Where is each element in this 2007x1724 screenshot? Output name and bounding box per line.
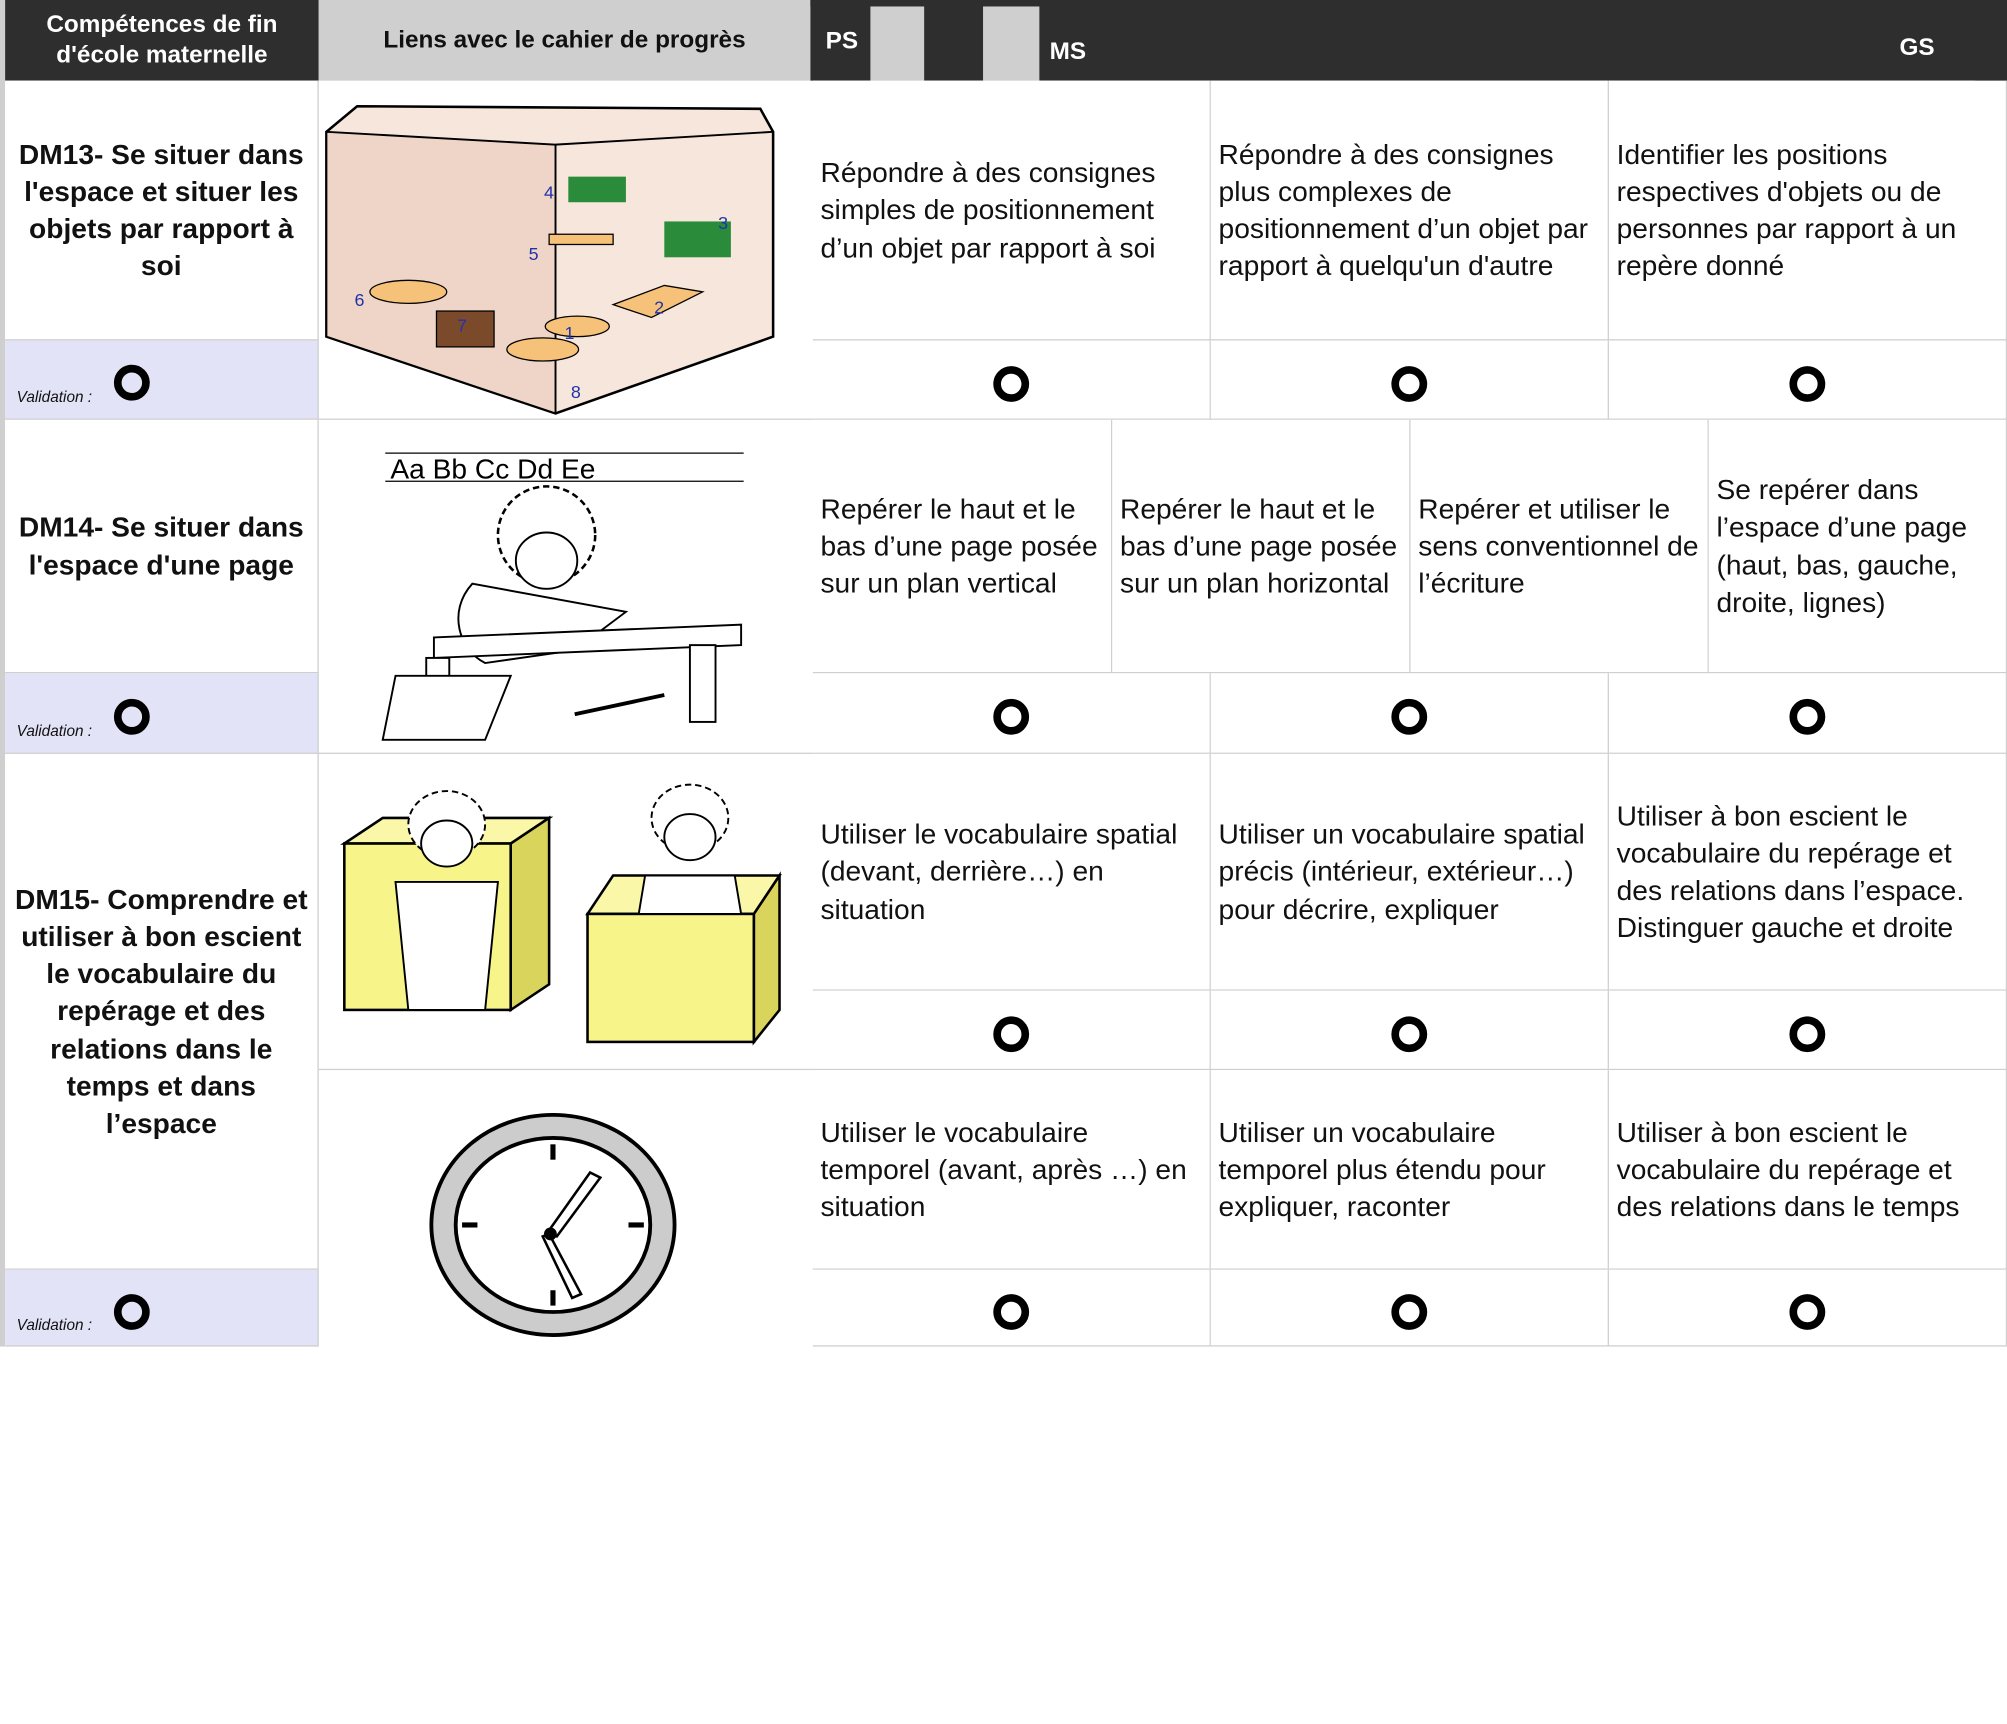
classroom-illustration: 4 3 5 6 7 2 1 8 [318,81,813,420]
dm14-ms: Repérer et utiliser le sens conventionne… [1410,419,1709,674]
validation-circle[interactable] [1391,698,1428,735]
validation-dm13: Validation : [5,340,319,420]
children-boxes-illustration [318,754,813,1071]
competence-dm14: DM14- Se situer dans l'espace d'une page [5,419,319,674]
level-gs: GS [1899,34,1935,62]
dm13-gs-validation [1608,340,2007,420]
competence-dm13: DM13- Se situer dans l'espace et situer … [5,80,319,341]
validation-circle[interactable] [993,366,1030,402]
validation-circle[interactable] [993,1016,1030,1053]
validation-label: Validation : [16,387,93,406]
validation-circle[interactable] [1391,1016,1428,1053]
dm15-time-gs-validation [1608,1269,2007,1347]
header-competences-text: Compétences de fin d'école maternelle [46,11,278,69]
room-number: 4 [544,182,554,202]
dm15-space-ms: Utiliser un vocabulaire spatial précis (… [1210,753,1609,991]
header-competences: Compétences de fin d'école maternelle [5,0,319,81]
dm15-space-ps-validation [812,990,1211,1071]
dm14-ps-text: Repérer le haut et le bas d’une page pos… [820,492,1098,600]
competence-dm13-text: DM13- Se situer dans l'espace et situer … [18,138,304,282]
dm15-space-ps: Utiliser le vocabulaire spatial (devant,… [812,753,1211,991]
level-ps: PS [825,28,859,56]
dm15-time-ms-text: Utiliser un vocabulaire temporel plus ét… [1218,1116,1546,1223]
room-number: 5 [529,244,539,264]
validation-dm15: Validation : [5,1269,319,1347]
dm13-ps-text: Répondre à des consignes simples de posi… [820,156,1156,264]
room-number: 2 [654,298,664,318]
validation-circle[interactable] [993,698,1030,735]
competence-dm15: DM15- Comprendre et utiliser à bon escie… [5,753,319,1270]
room-number: 7 [457,316,467,336]
header-liens-text: Liens avec le cahier de progrès [383,26,746,54]
dm13-ps: Répondre à des consignes simples de posi… [812,80,1211,341]
validation-circle[interactable] [1391,366,1428,402]
dm14-ps2-text: Repérer le haut et le bas d’une page pos… [1120,492,1398,600]
dm15-space-ms-text: Utiliser un vocabulaire spatial précis (… [1218,818,1585,925]
dm14-gs-text: Se repérer dans l’espace d’une page (hau… [1716,474,1967,618]
child-writing-illustration: Aa Bb Cc Dd Ee [318,420,813,754]
validation-circle[interactable] [993,1294,1030,1330]
validation-label: Validation : [16,721,93,740]
validation-label: Validation : [16,1315,93,1334]
validation-circle[interactable] [1789,1294,1826,1330]
alphabet-line: Aa Bb Cc Dd Ee [390,454,595,485]
validation-circle[interactable] [113,1294,150,1330]
left-border [0,0,6,1347]
validation-circle[interactable] [113,698,150,735]
validation-circle[interactable] [1789,366,1826,402]
competence-dm15-text: DM15- Comprendre et utiliser à bon escie… [14,883,308,1139]
dm15-space-ms-validation [1210,990,1609,1071]
dm15-space-ps-text: Utiliser le vocabulaire spatial (devant,… [820,818,1178,925]
dm15-time-ms: Utiliser un vocabulaire temporel plus ét… [1210,1070,1609,1270]
dm15-space-gs-text: Utiliser à bon escient le vocabulaire du… [1616,799,1965,944]
validation-dm14: Validation : [5,673,319,754]
header-liens: Liens avec le cahier de progrès [318,0,811,81]
level-ms: MS [1049,38,1087,66]
dm15-time-ps-text: Utiliser le vocabulaire temporel (avant,… [820,1116,1187,1223]
room-number: 1 [564,323,574,343]
dm13-ms-text: Répondre à des consignes plus complexes … [1218,138,1589,282]
dm14-ps-validation [812,673,1211,754]
validation-circle[interactable] [1391,1294,1428,1330]
dm13-gs: Identifier les positions respectives d'o… [1608,80,2007,341]
room-number: 6 [355,290,365,310]
dm14-gs: Se repérer dans l’espace d’une page (hau… [1708,419,2007,674]
competence-dm14-text: DM14- Se situer dans l'espace d'une page [18,511,304,581]
dm15-time-gs: Utiliser à bon escient le vocabulaire du… [1608,1070,2007,1270]
dm13-ms: Répondre à des consignes plus complexes … [1210,80,1609,341]
dm13-gs-text: Identifier les positions respectives d'o… [1616,138,1957,282]
dm15-time-ps-validation [812,1269,1211,1347]
dm14-ps: Repérer le haut et le bas d’une page pos… [812,419,1113,674]
dm15-time-gs-text: Utiliser à bon escient le vocabulaire du… [1616,1116,1960,1223]
dm14-ms-text: Repérer et utiliser le sens conventionne… [1418,492,1699,600]
clock-icon [319,1070,813,1346]
room-number: 3 [718,213,728,233]
dm15-space-gs: Utiliser à bon escient le vocabulaire du… [1608,753,2007,991]
dm13-ps-validation [812,340,1211,420]
level-arrow [810,0,2007,113]
dm15-time-ms-validation [1210,1269,1609,1347]
dm14-ms-validation [1210,673,1609,754]
dm14-ps2: Repérer le haut et le bas d’une page pos… [1112,419,1411,674]
validation-circle[interactable] [1789,1016,1826,1053]
dm14-gs-validation [1608,673,2007,754]
validation-circle[interactable] [1789,698,1826,735]
dm15-time-ps: Utiliser le vocabulaire temporel (avant,… [812,1070,1211,1270]
dm15-space-gs-validation [1608,990,2007,1071]
dm13-ms-validation [1210,340,1609,420]
room-number: 8 [571,382,581,402]
validation-circle[interactable] [113,364,150,401]
